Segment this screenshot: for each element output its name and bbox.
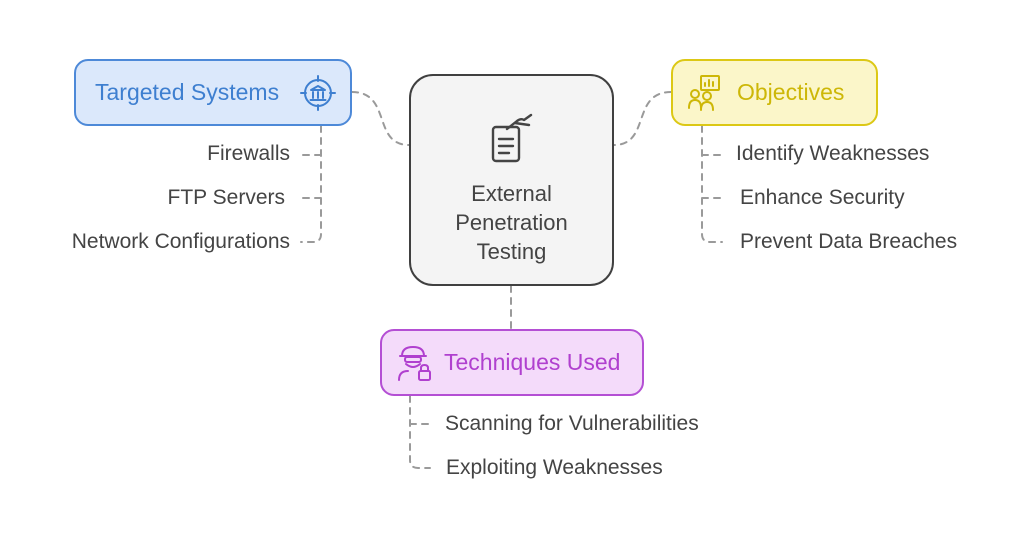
targeted-item: Firewalls	[207, 142, 290, 165]
central-title: External Penetration Testing	[411, 179, 612, 266]
targeted-systems-label: Targeted Systems	[95, 79, 280, 105]
objectives-item: Prevent Data Breaches	[740, 230, 958, 253]
techniques-item: Scanning for Vulnerabilities	[445, 412, 699, 435]
hacker-lock-icon	[396, 344, 434, 382]
central-title-line: External	[471, 180, 552, 206]
clipboard-hand-icon	[483, 111, 541, 169]
objectives-item: Identify Weaknesses	[736, 142, 930, 165]
techniques-used-node: Techniques Used	[380, 329, 644, 396]
central-title-line: Penetration	[455, 209, 568, 235]
connector-targeted-items	[300, 125, 322, 243]
objectives-item: Enhance Security	[740, 186, 905, 209]
person-chart-icon	[687, 74, 723, 112]
techniques-used-label: Techniques Used	[444, 349, 621, 375]
target-bank-icon	[300, 74, 336, 111]
targeted-item: FTP Servers	[167, 186, 285, 209]
central-title-line: Testing	[476, 238, 547, 264]
techniques-item: Exploiting Weaknesses	[446, 456, 663, 479]
connector-objectives-items	[701, 125, 723, 243]
connector-techniques-items	[409, 395, 431, 469]
central-node: External Penetration Testing	[409, 74, 614, 286]
connector-targeted-central	[351, 91, 410, 146]
connector-objectives-central	[613, 91, 672, 146]
targeted-item: Network Configurations	[71, 230, 290, 253]
targeted-systems-node: Targeted Systems	[74, 59, 352, 126]
objectives-node: Objectives	[671, 59, 878, 126]
objectives-label: Objectives	[737, 79, 845, 105]
